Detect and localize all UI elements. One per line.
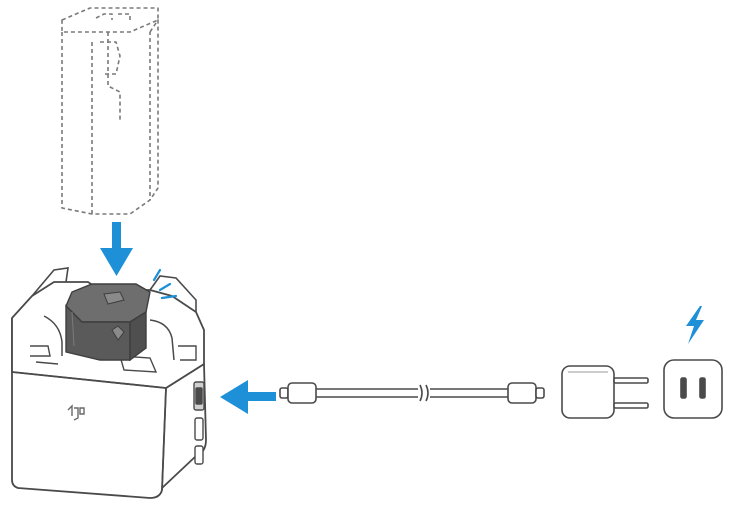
inserted-battery	[65, 283, 151, 362]
dji-logo-icon	[67, 404, 85, 421]
indicator-lines	[152, 268, 178, 300]
usb-c-cable-icon	[279, 382, 545, 404]
power-adapter-icon	[561, 365, 649, 419]
charging-hub-icon	[11, 267, 207, 499]
wall-outlet-icon	[663, 359, 723, 419]
down-arrow-icon	[100, 222, 133, 276]
left-arrow-icon	[220, 380, 276, 414]
lightning-icon	[686, 306, 704, 344]
battery-outline-icon	[61, 7, 159, 215]
side-ports	[193, 381, 205, 465]
